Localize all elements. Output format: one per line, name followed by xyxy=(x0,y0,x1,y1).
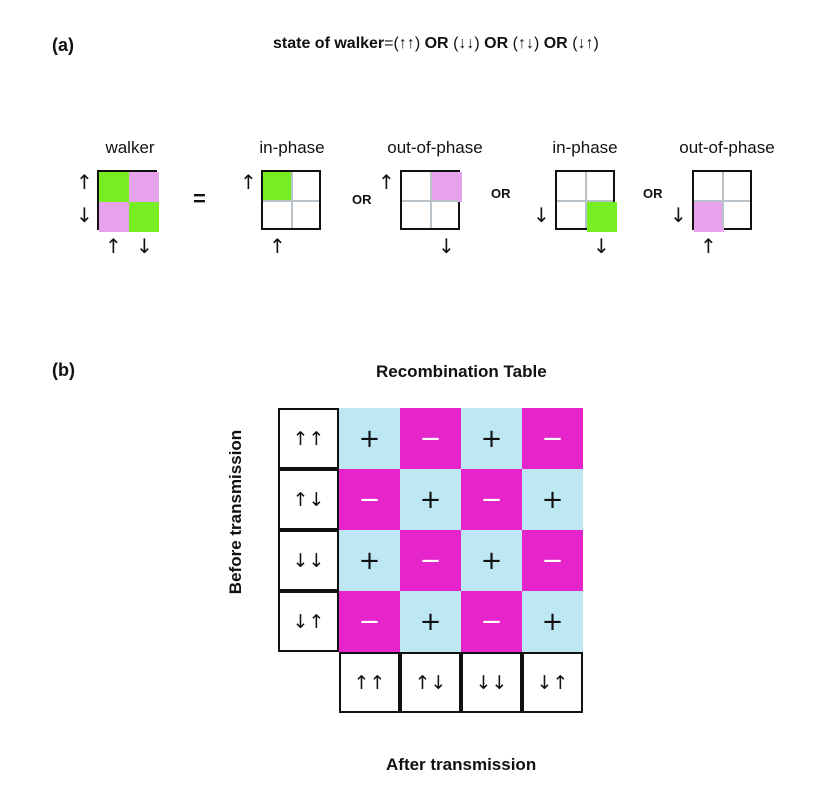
down-arrow-icon: ↓ xyxy=(136,234,153,258)
out-of-phase-square-down xyxy=(692,170,752,232)
table-cell: − xyxy=(461,469,522,530)
or-label: OR xyxy=(352,192,372,207)
title-equals: = xyxy=(384,35,394,52)
down-arrow-icon: ↓ xyxy=(533,203,550,227)
panel-b-label: (b) xyxy=(52,360,75,380)
in-phase-label: in-phase xyxy=(552,138,618,157)
or-label: OR xyxy=(643,186,663,201)
after-transmission-axis-label: After transmission xyxy=(386,755,537,774)
equals-sign: = xyxy=(193,186,206,211)
table-cell: − xyxy=(339,469,400,530)
walker-cell-pink xyxy=(129,172,159,202)
in-phase-square-up xyxy=(261,170,321,230)
table-cell: − xyxy=(522,408,583,469)
title-prefix: state of walker xyxy=(273,35,385,52)
title-state-3: (↑↓) xyxy=(512,35,540,52)
out-of-phase-label: out-of-phase xyxy=(679,138,775,157)
up-arrow-icon: ↑ xyxy=(378,170,395,194)
column-header: ↑↑ xyxy=(339,652,400,713)
title-or-3: OR xyxy=(543,35,568,52)
walker-cell-green xyxy=(99,172,129,202)
table-cell: − xyxy=(339,591,400,652)
down-arrow-icon: ↓ xyxy=(438,234,455,258)
table-cell: − xyxy=(461,591,522,652)
square-cell-green xyxy=(587,202,617,232)
table-cell: + xyxy=(522,591,583,652)
column-header: ↑↓ xyxy=(400,652,461,713)
up-arrow-icon: ↑ xyxy=(269,234,286,258)
row-header: ↓↓ xyxy=(278,530,339,591)
table-cell: + xyxy=(461,408,522,469)
title-state-2: (↓↓) xyxy=(453,35,480,52)
square-gridline xyxy=(557,200,613,202)
square-gridline xyxy=(694,200,750,202)
down-arrow-icon: ↓ xyxy=(593,234,610,258)
square-gridline xyxy=(263,200,319,202)
walker-cell-green xyxy=(129,202,159,232)
row-header: ↑↑ xyxy=(278,408,339,469)
table-cell: + xyxy=(522,469,583,530)
table-cell: + xyxy=(339,408,400,469)
row-header: ↑↓ xyxy=(278,469,339,530)
walker-cell-pink xyxy=(99,202,129,232)
title-or-2: OR xyxy=(484,35,509,52)
square-cell-pink xyxy=(432,172,462,202)
or-label: OR xyxy=(491,186,511,201)
square-cell-green xyxy=(263,172,293,202)
table-cell: + xyxy=(339,530,400,591)
walker-label: walker xyxy=(105,138,155,157)
up-arrow-icon: ↑ xyxy=(105,234,122,258)
up-arrow-icon: ↑ xyxy=(76,170,93,194)
recombination-table-title: Recombination Table xyxy=(376,362,547,381)
square-gridline xyxy=(402,200,458,202)
walker-square xyxy=(97,170,159,232)
column-header: ↓↓ xyxy=(461,652,522,713)
column-header: ↓↑ xyxy=(522,652,583,713)
up-arrow-icon: ↑ xyxy=(240,170,257,194)
table-cell: − xyxy=(400,408,461,469)
title-state-1: (↑↑) xyxy=(393,35,421,52)
down-arrow-icon: ↓ xyxy=(76,203,93,227)
down-arrow-icon: ↓ xyxy=(670,203,687,227)
square-cell-pink xyxy=(694,202,724,232)
in-phase-square-down xyxy=(555,170,617,232)
state-of-walker-title: state of walker=(↑↑) OR (↓↓) OR (↑↓) OR … xyxy=(273,35,599,53)
table-cell: − xyxy=(522,530,583,591)
title-state-4: (↓↑) xyxy=(572,35,599,52)
panel-a-label: (a) xyxy=(52,35,74,55)
out-of-phase-square-up xyxy=(400,170,462,230)
table-cell: + xyxy=(400,591,461,652)
in-phase-label: in-phase xyxy=(259,138,325,157)
table-cell: + xyxy=(400,469,461,530)
out-of-phase-label: out-of-phase xyxy=(387,138,483,157)
table-cell: + xyxy=(461,530,522,591)
row-header: ↓↑ xyxy=(278,591,339,652)
table-cell: − xyxy=(400,530,461,591)
title-or-1: OR xyxy=(424,35,449,52)
up-arrow-icon: ↑ xyxy=(700,234,717,258)
